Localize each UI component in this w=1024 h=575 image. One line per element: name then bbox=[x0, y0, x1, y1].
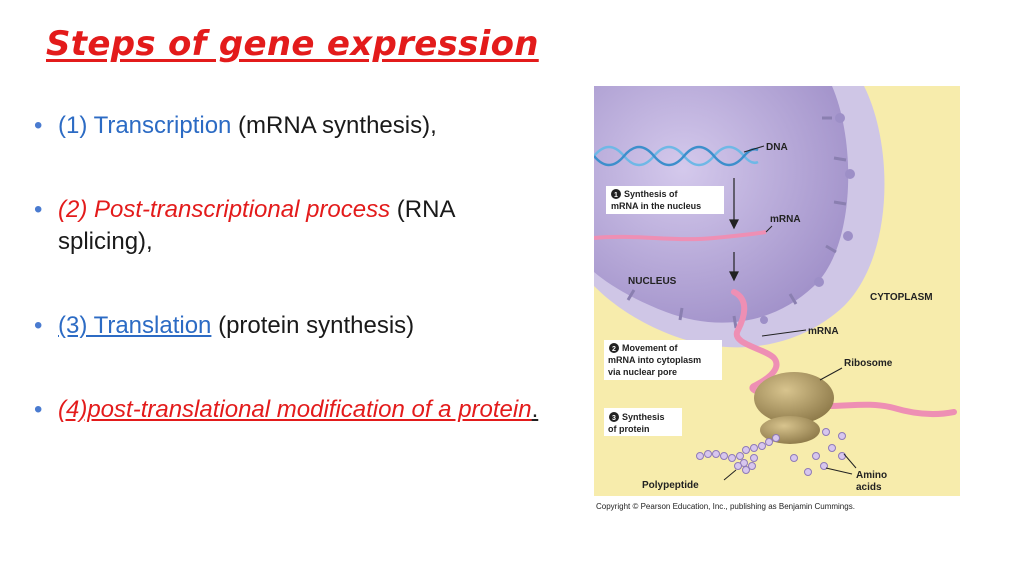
step2-label-line3: via nuclear pore bbox=[608, 367, 677, 377]
dna-helix bbox=[594, 145, 759, 167]
step1-label-line1: Synthesis of bbox=[624, 189, 679, 199]
figure-copyright: Copyright © Pearson Education, Inc., pub… bbox=[596, 502, 855, 511]
mrna-strand-nucleus bbox=[594, 230, 767, 242]
bullet-item-translation: • (3) Translation (protein synthesis) bbox=[34, 310, 544, 342]
cytoplasm-label: CYTOPLASM bbox=[870, 292, 933, 303]
bullet-lead: (1) Transcription bbox=[58, 112, 232, 139]
bullet-item-post-transcriptional: • (2) Post-transcriptional process (RNA … bbox=[34, 194, 544, 258]
step2-number-badge bbox=[609, 343, 619, 353]
nucleus-label: NUCLEUS bbox=[628, 276, 677, 287]
amino-acids bbox=[790, 428, 846, 476]
bullet-item-transcription: • (1) Transcription (mRNA synthesis), bbox=[34, 110, 544, 142]
mrna2-leader-line bbox=[761, 329, 807, 337]
step2-number: 2 bbox=[612, 346, 616, 353]
amino-leader-line-2 bbox=[825, 467, 853, 475]
mrna1-label: mRNA bbox=[770, 214, 801, 225]
dna-label: DNA bbox=[766, 142, 788, 153]
step1-box bbox=[606, 186, 724, 214]
process-arrows bbox=[729, 178, 739, 282]
step3-box bbox=[604, 408, 682, 436]
step1-label-line2: mRNA in the nucleus bbox=[611, 201, 701, 211]
page-title: Steps of gene expression bbox=[46, 24, 539, 64]
step3-number-badge bbox=[609, 412, 619, 422]
bullet-glyph: • bbox=[34, 396, 43, 423]
dna-leader-line bbox=[743, 145, 765, 153]
bullet-glyph: • bbox=[34, 312, 43, 339]
polypeptide-label: Polypeptide bbox=[642, 480, 699, 491]
polypeptide-chain bbox=[696, 434, 780, 474]
ribosome-label: Ribosome bbox=[844, 358, 893, 369]
step2-box bbox=[604, 340, 722, 380]
translation-link[interactable]: (3) Translation bbox=[58, 312, 212, 339]
step2-label-line1: Movement of bbox=[622, 343, 679, 353]
figure-svg: DNA 1 Synthesis of mRNA in the nucleus m… bbox=[594, 86, 960, 496]
bullet-glyph: • bbox=[34, 112, 43, 139]
step3-number: 3 bbox=[612, 415, 616, 422]
ribosome-large-subunit bbox=[754, 372, 834, 424]
bullet-rest: (RNA splicing), bbox=[58, 196, 455, 255]
ribosome-leader-line bbox=[819, 367, 843, 381]
amino-label-line1: Amino bbox=[856, 470, 887, 481]
polypeptide-leader-line bbox=[723, 469, 737, 481]
step1-number-badge bbox=[611, 189, 621, 199]
nuclear-pores bbox=[626, 116, 847, 329]
step3-label-line1: Synthesis bbox=[622, 412, 665, 422]
bullet-lead: (2) Post-transcriptional process bbox=[58, 196, 391, 223]
bullet-rest: (mRNA synthesis), bbox=[231, 112, 437, 139]
bullet-rest: . bbox=[531, 396, 539, 423]
amino-label-line2: acids bbox=[856, 482, 882, 493]
gene-expression-figure: DNA 1 Synthesis of mRNA in the nucleus m… bbox=[594, 86, 960, 496]
mrna1-leader-line bbox=[765, 225, 773, 233]
bullet-rest: (protein synthesis) bbox=[211, 312, 415, 339]
bullet-list: • (1) Transcription (mRNA synthesis), • … bbox=[34, 110, 544, 426]
mrna2-label: mRNA bbox=[808, 326, 839, 337]
step3-label-line2: of protein bbox=[608, 424, 650, 434]
post-translational-link[interactable]: (4)post-translational modification of a … bbox=[58, 396, 532, 423]
envelope-proteins bbox=[760, 113, 855, 324]
step1-number: 1 bbox=[614, 192, 618, 199]
bullet-glyph: • bbox=[34, 196, 43, 223]
mrna-strand-cytoplasm bbox=[731, 289, 957, 418]
amino-leader-line-1 bbox=[843, 453, 857, 469]
step2-label-line2: mRNA into cytoplasm bbox=[608, 355, 701, 365]
bullet-item-post-translational: • (4)post-translational modification of … bbox=[34, 394, 544, 426]
